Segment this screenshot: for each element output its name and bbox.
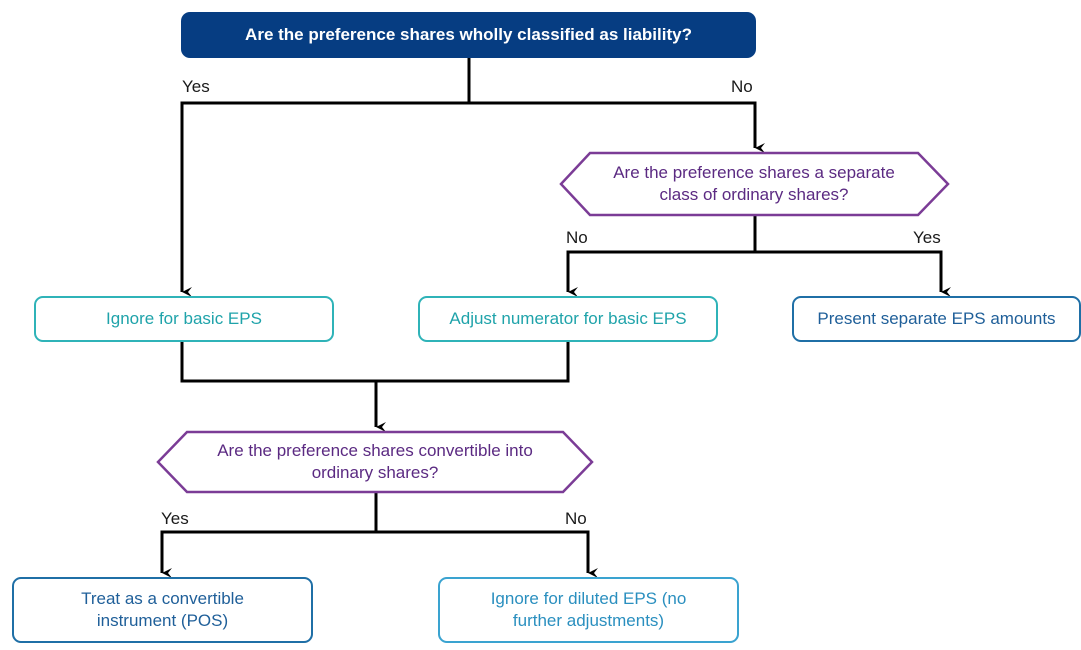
- connector-q2-yes: [755, 250, 951, 297]
- connector-ignore-down: [180, 342, 570, 383]
- question-liability: Are the preference shares wholly classif…: [181, 12, 756, 58]
- question-convertible-text: Are the preference shares convertible in…: [217, 441, 533, 482]
- connector-q2-no: [566, 250, 755, 297]
- box-treat-convertible: Treat as a convertible instrument (POS): [12, 577, 313, 643]
- connector-q3-yes: [160, 530, 376, 578]
- question-liability-text: Are the preference shares wholly classif…: [245, 25, 692, 44]
- label-q1-yes: Yes: [182, 77, 210, 96]
- box-present-separate-eps-text: Present separate EPS amounts: [817, 309, 1056, 328]
- q3-hexagon: [156, 430, 594, 494]
- question-separate-class: Are the preference shares a separate cla…: [595, 153, 913, 215]
- connector-q3-no: [376, 530, 598, 578]
- question-separate-class-text: Are the preference shares a separate cla…: [613, 163, 895, 204]
- box-adjust-numerator-text: Adjust numerator for basic EPS: [449, 309, 687, 328]
- box-adjust-numerator: Adjust numerator for basic EPS: [418, 296, 718, 342]
- box-ignore-basic-eps-text: Ignore for basic EPS: [106, 309, 262, 328]
- q2-hexagon: [559, 151, 950, 217]
- question-convertible: Are the preference shares convertible in…: [195, 432, 555, 492]
- label-q2-yes: Yes: [913, 228, 941, 247]
- box-ignore-diluted-eps-text: Ignore for diluted EPS (no further adjus…: [490, 589, 687, 630]
- label-q3-no: No: [565, 509, 587, 528]
- label-q3-yes: Yes: [161, 509, 189, 528]
- box-ignore-basic-eps: Ignore for basic EPS: [34, 296, 334, 342]
- label-q1-no: No: [731, 77, 753, 96]
- connector-q1-yes: [180, 101, 469, 297]
- box-present-separate-eps: Present separate EPS amounts: [792, 296, 1081, 342]
- box-treat-convertible-text: Treat as a convertible instrument (POS): [81, 589, 244, 630]
- connector-q1-no: [469, 101, 765, 153]
- box-ignore-diluted-eps: Ignore for diluted EPS (no further adjus…: [438, 577, 739, 643]
- label-q2-no: No: [566, 228, 588, 247]
